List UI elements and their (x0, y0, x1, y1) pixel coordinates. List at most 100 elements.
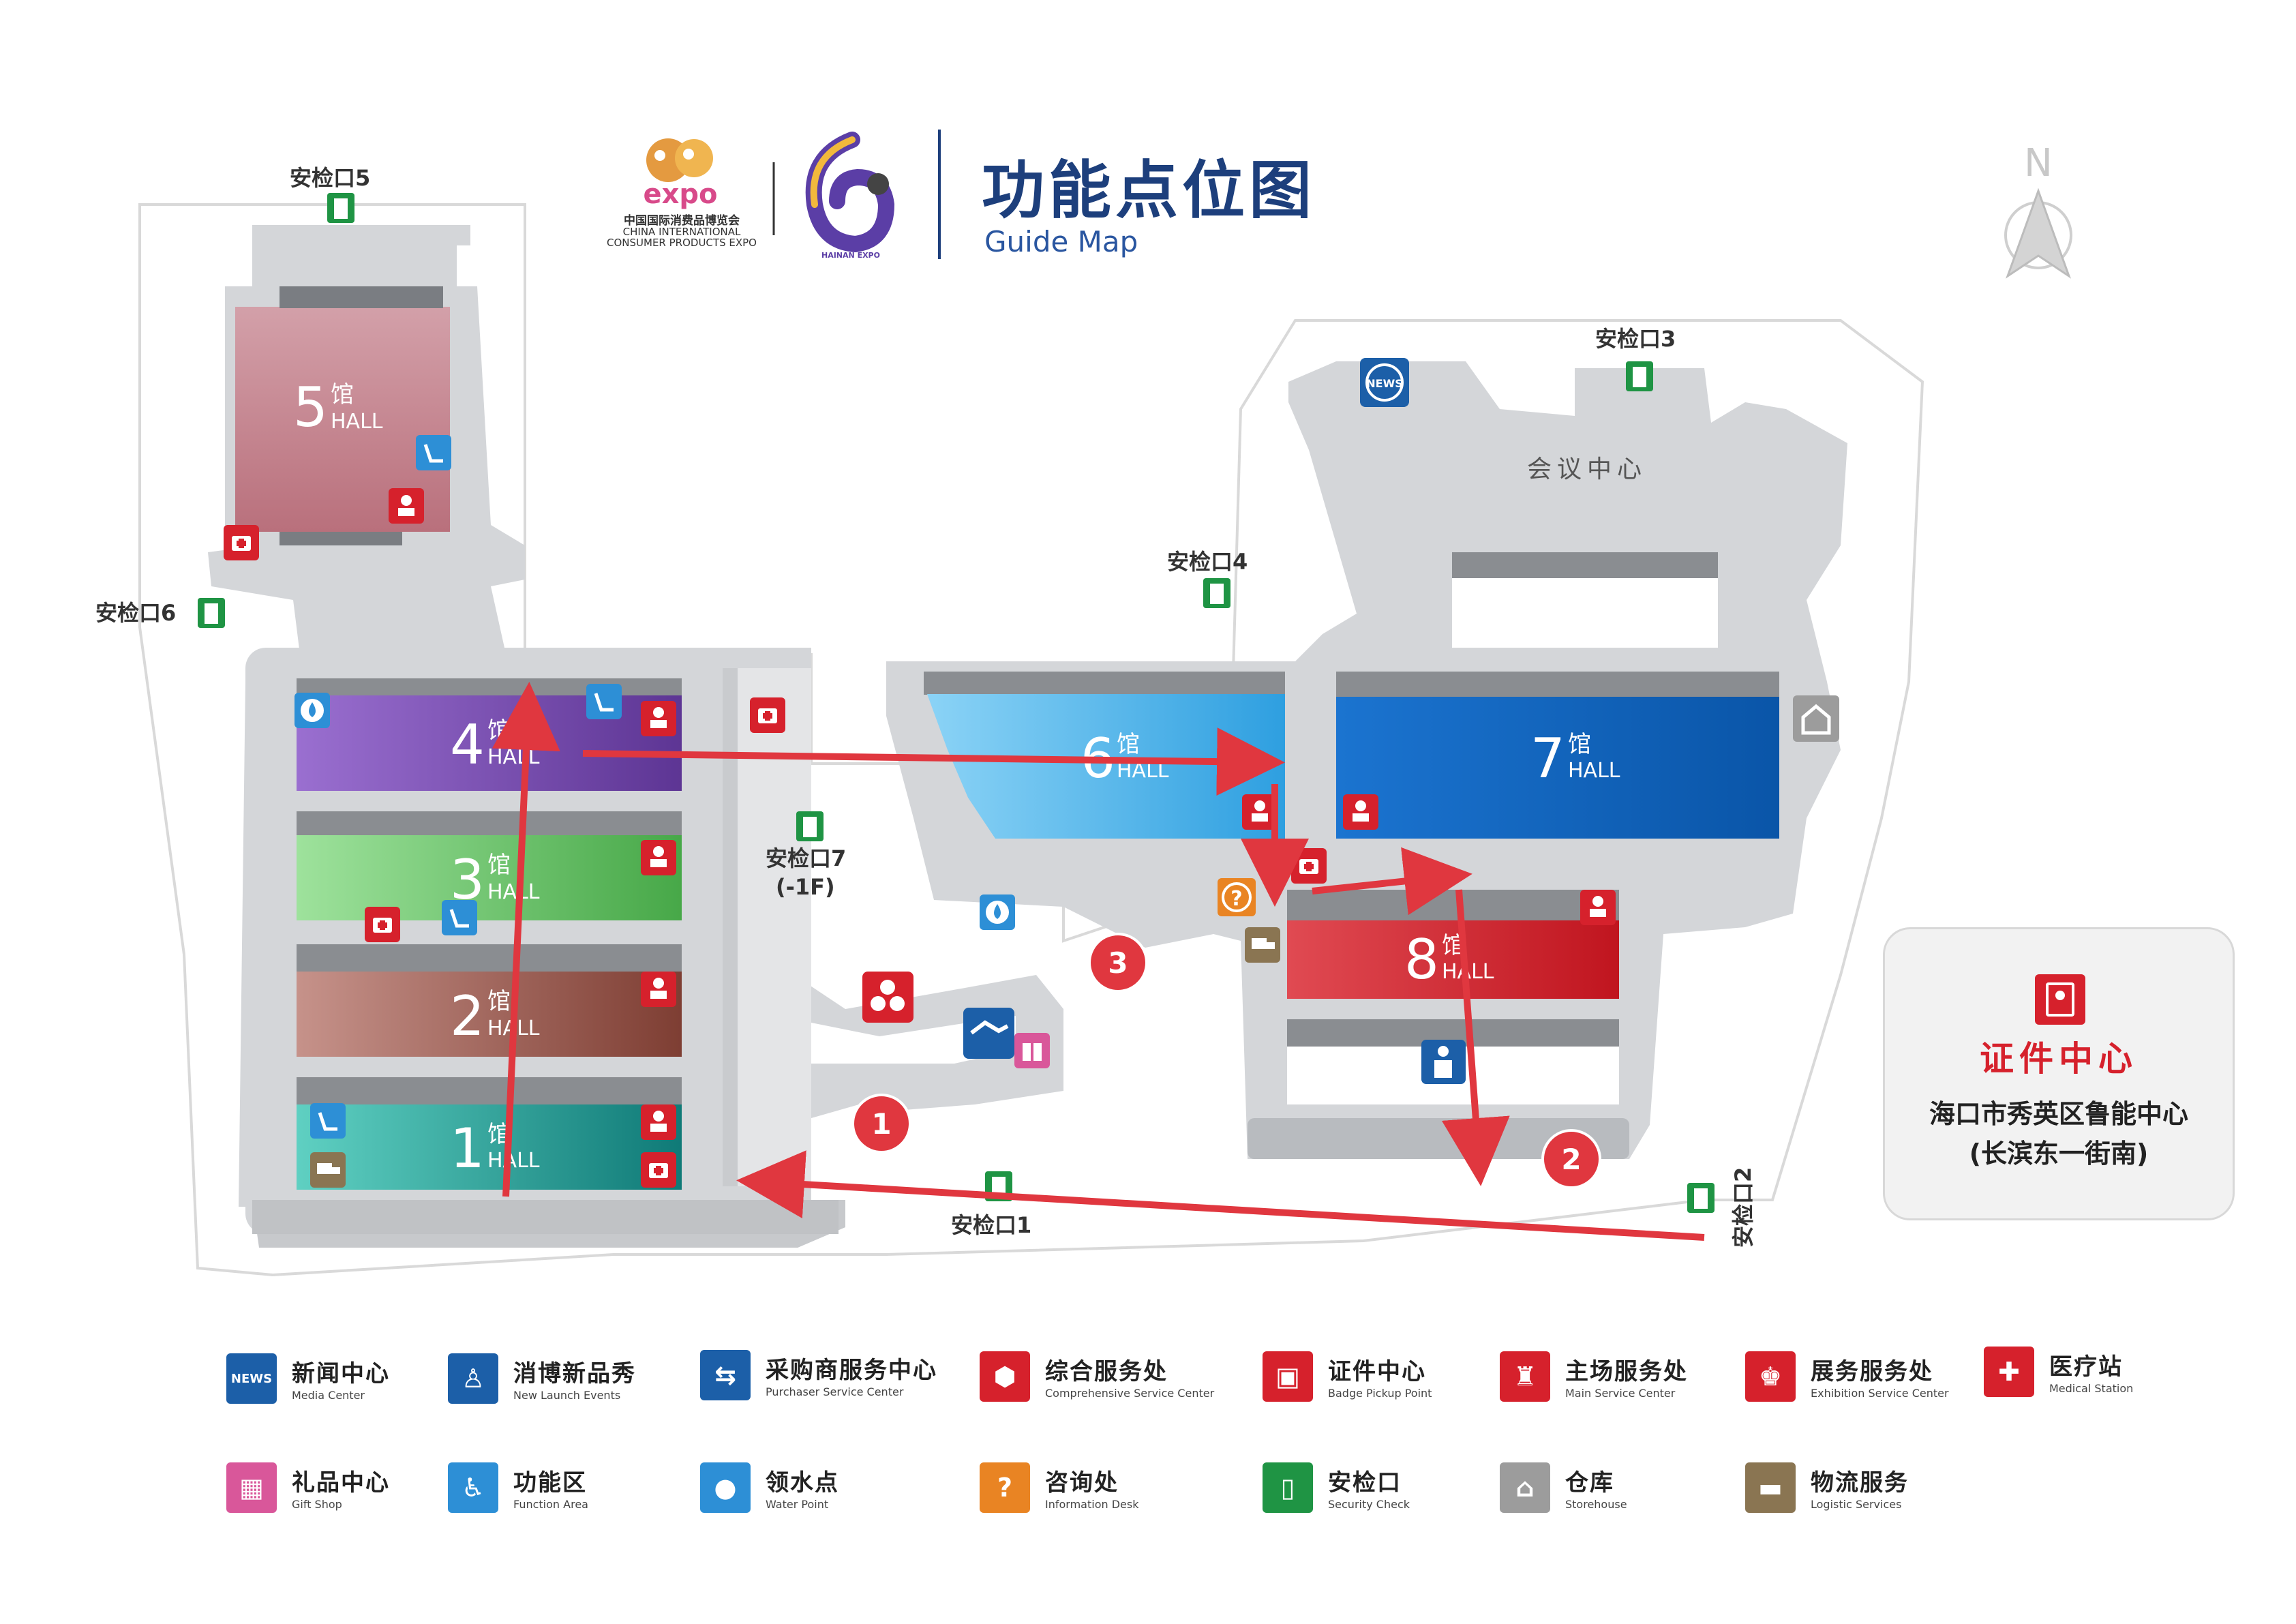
exhibition-service-icon (1580, 890, 1616, 925)
expo-logo: expo (643, 138, 718, 210)
legend-label-zh: 领水点 (766, 1469, 839, 1497)
legend-label-zh: 咨询处 (1045, 1469, 1119, 1497)
legend-label-zh: 主场服务处 (1565, 1358, 1688, 1385)
hall-4-top (297, 678, 682, 697)
certificate-center-address-2: (长滨东一街南) (1969, 1139, 2149, 1169)
security-door-icon (796, 811, 824, 841)
gate-4-label: 安检口4 (1167, 549, 1248, 575)
title-divider (938, 130, 941, 259)
certificate-center-address-1: 海口市秀英区鲁能中心 (1929, 1099, 2188, 1129)
storehouse-icon (1793, 695, 1839, 742)
hall-8-top (1287, 890, 1619, 920)
legend-label-en: Gift Shop (292, 1498, 342, 1511)
gate-6-label: 安检口6 (95, 600, 176, 626)
svg-text:?: ? (1230, 887, 1242, 911)
gate-5-label: 安检口5 (290, 165, 370, 191)
left-corridor-edge (723, 668, 738, 1186)
exhibition-service-icon (641, 701, 676, 736)
legend-label-en: Water Point (766, 1498, 829, 1511)
medical-icon (750, 697, 785, 733)
handshake-icon (963, 1008, 1014, 1059)
gift-icon: ▦ (226, 1462, 277, 1513)
legend-label-zh: 消博新品秀 (513, 1360, 636, 1387)
truck-icon: ▬ (1745, 1462, 1796, 1513)
gate-3-label: 安检口3 (1595, 326, 1676, 352)
hall-7-en: HALL (1568, 759, 1620, 783)
hall-5-zh: 馆 (331, 381, 354, 408)
water-icon (980, 894, 1015, 930)
route-marker-3: 3 (1088, 933, 1148, 993)
hexagons-icon (862, 972, 913, 1023)
legend-label-zh: 安检口 (1328, 1469, 1402, 1497)
gate-labels: 安检口5 安检口6 安检口3 安检口4 安检口7 (-1F) 安检口1 安检口2 (95, 165, 1756, 1248)
legend-label-zh: 综合服务处 (1045, 1358, 1168, 1385)
hall-5-en: HALL (331, 410, 383, 434)
legend-label-zh: 物流服务 (1811, 1469, 1909, 1497)
expo-name-zh: 中国国际消费品博览会 (624, 214, 740, 228)
hall-5-top-bar (280, 286, 443, 308)
hall-7-top (1336, 672, 1779, 697)
legend-label-zh: 仓库 (1565, 1469, 1614, 1497)
seat-icon: ♿ (448, 1462, 498, 1513)
hall-4-zh: 馆 (487, 717, 511, 745)
exhibition-service-icon (1242, 794, 1278, 830)
seat-icon (442, 900, 477, 935)
svg-text:3: 3 (1108, 946, 1128, 980)
legend-label-en: Security Check (1328, 1498, 1410, 1511)
legend-label-en: Badge Pickup Point (1328, 1387, 1432, 1400)
hall-2-top (297, 944, 682, 972)
security-door-icon (1687, 1183, 1715, 1213)
legend-label-zh: 展务服务处 (1811, 1358, 1933, 1385)
certificate-center-box: 证件中心 海口市秀英区鲁能中心 (长滨东一街南) (1883, 927, 2235, 1220)
hall-6-zh: 馆 (1117, 731, 1140, 758)
hall-8-base (1248, 1118, 1629, 1159)
legend-label-zh: 医疗站 (2049, 1353, 2123, 1381)
medical-icon (1291, 848, 1327, 884)
gate-1-label: 安检口1 (951, 1212, 1031, 1238)
route-arrow (1312, 847, 1472, 916)
legend-label-en: Storehouse (1565, 1498, 1627, 1511)
legend-label-en: Medical Station (2049, 1382, 2134, 1395)
exhibition-service-icon (641, 972, 676, 1007)
medical-icon (224, 525, 259, 560)
hexagons-icon: ⬢ (980, 1351, 1030, 1402)
handshake-icon: ⇆ (700, 1350, 751, 1400)
expo-logo-text: expo (643, 179, 717, 210)
hall-3-box (297, 835, 682, 920)
svg-text:1: 1 (871, 1107, 891, 1141)
security-door-icon (198, 598, 225, 628)
legend-label-zh: 采购商服务中心 (766, 1357, 937, 1384)
hall-2-box (297, 972, 682, 1057)
hall-1-top (297, 1077, 682, 1104)
expo-name-en-1: CHINA INTERNATIONAL (622, 226, 741, 238)
legend-label-zh: 新闻中心 (292, 1360, 390, 1387)
expo-name-en-2: CONSUMER PRODUCTS EXPO (607, 237, 757, 249)
hall-3-top (297, 811, 682, 835)
medical-icon (641, 1152, 676, 1188)
legend-label-zh: 证件中心 (1328, 1358, 1426, 1385)
hall-2-zh: 馆 (487, 988, 511, 1015)
hall-5-label: 5 馆 HALL (293, 376, 383, 439)
truck-icon (310, 1152, 346, 1188)
hall-2-num: 2 (450, 984, 485, 1048)
legend-label-zh: 功能区 (513, 1469, 587, 1497)
hall-1-box (297, 1104, 682, 1190)
security-door-icon (1626, 361, 1653, 391)
seat-icon (586, 684, 622, 719)
route-arrow (736, 1150, 1705, 1241)
north-label: N (2024, 141, 2053, 185)
gate-2-label: 安检口2 (1730, 1167, 1756, 1248)
hall-5-num: 5 (293, 376, 328, 439)
gate-7-label: 安检口7 (766, 845, 846, 871)
